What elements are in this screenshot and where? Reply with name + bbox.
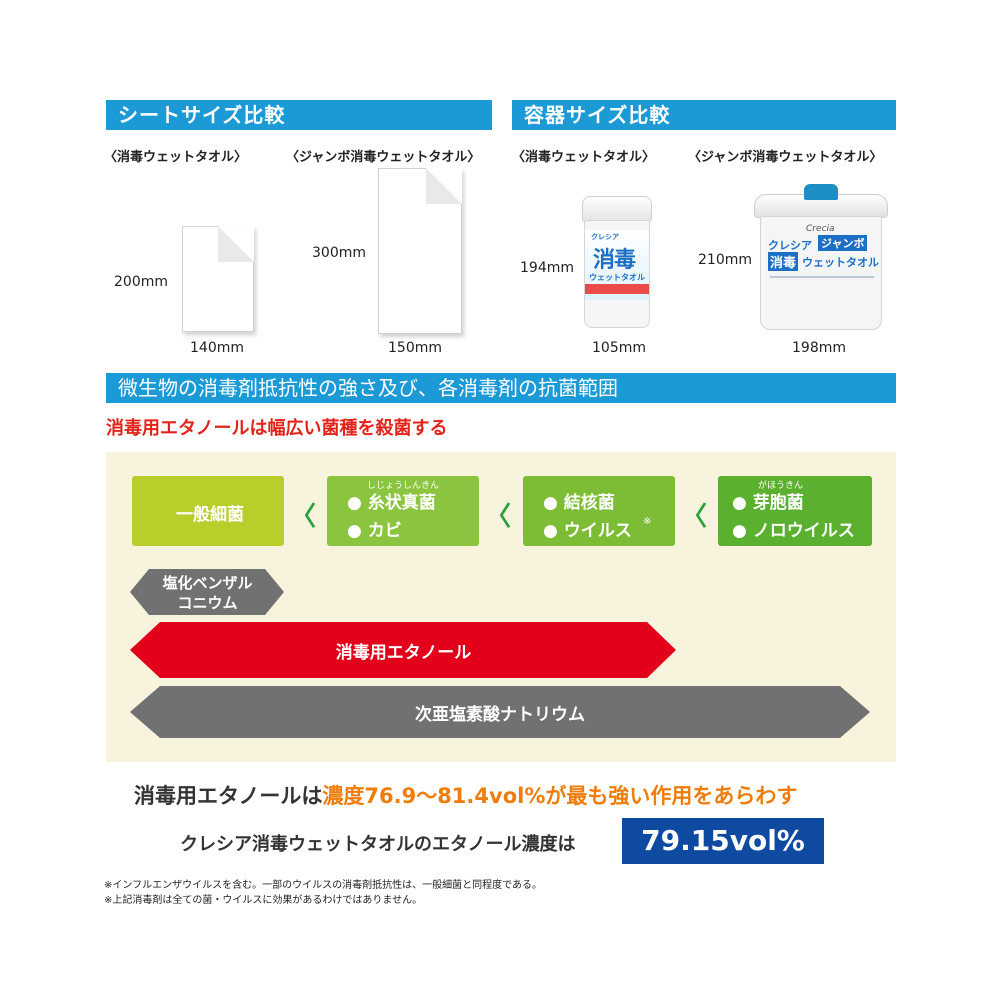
chevron-3: 〈: [681, 502, 708, 532]
canister-lid: [582, 196, 652, 222]
container-left-label: 〈消毒ウェットタオル〉: [512, 150, 656, 165]
bucket-logo: Crecia: [806, 224, 835, 234]
sheet-right-label: 〈ジャンボ消毒ウェットタオル〉: [286, 150, 481, 165]
concentration-line-2: クレシア消毒ウェットタオルのエタノール濃度は: [180, 834, 576, 855]
chevron-2: 〈: [485, 502, 512, 532]
box-line: ● ウイルス: [543, 521, 632, 541]
canister-red-band: [585, 284, 649, 294]
concentration-value-badge: 79.15vol%: [622, 818, 824, 864]
canister-sub: ウェットタオル: [589, 273, 645, 282]
box-line: ● 結核菌: [543, 493, 615, 513]
small-canister-image: クレシア 消毒 ウェットタオル: [582, 196, 652, 332]
box-tuberculosis-virus: ● 結核菌 ● ウイルス ※: [523, 476, 675, 546]
box-ruby: しじょうしんきん: [367, 481, 440, 491]
box-line: 一般細菌: [176, 505, 244, 525]
concentration-line-1: 消毒用エタノールは濃度76.9〜81.4vol%が最も強い作用をあらわす: [134, 780, 797, 810]
arrow-hypochlorite: [130, 686, 870, 738]
small-sheet-image: [182, 226, 254, 332]
small-sheet-height: 200mm: [114, 274, 168, 290]
large-container-height: 210mm: [698, 252, 752, 268]
canister-brand: クレシア: [591, 233, 619, 241]
box-mark: ※: [643, 516, 652, 527]
box-fungi: しじょうしんきん ● 糸状真菌 ● カビ: [327, 476, 479, 546]
arrow-label-hypochlorite: 次亜塩素酸ナトリウム: [415, 705, 585, 725]
arrow-ethanol: [130, 622, 676, 678]
bucket-text-lines: [770, 276, 874, 278]
canister-label: クレシア 消毒 ウェットタオル: [585, 230, 649, 300]
chevron-1: 〈: [290, 502, 317, 532]
bucket-jumbo: ジャンボ: [818, 235, 868, 251]
concentration-prefix: 消毒用エタノールは: [134, 784, 323, 808]
box-general-bacteria: 一般細菌: [132, 476, 284, 546]
arrow-label-benzalkonium-2: コニウム: [177, 594, 238, 612]
bucket-name: 消毒: [768, 252, 799, 271]
resistance-headline: 消毒用エタノールは幅広い菌種を殺菌する: [106, 418, 448, 439]
sheet-fold: [426, 168, 462, 204]
arrow-benzalkonium: [130, 569, 284, 615]
small-container-width: 105mm: [592, 340, 646, 356]
resistance-header: 微生物の消毒剤抵抗性の強さ及び、各消毒剤の抗菌範囲: [106, 373, 896, 403]
large-container-width: 198mm: [792, 340, 846, 356]
large-sheet-image: [378, 168, 462, 334]
small-sheet-width: 140mm: [190, 340, 244, 356]
large-sheet-height: 300mm: [312, 245, 366, 261]
container-right-label: 〈ジャンボ消毒ウェットタオル〉: [688, 150, 883, 165]
large-sheet-width: 150mm: [388, 340, 442, 356]
box-line: ● ノロウイルス: [732, 521, 855, 541]
arrow-label-benzalkonium-1: 塩化ベンザル: [162, 574, 253, 592]
box-line: ● 芽胞菌: [732, 493, 804, 513]
footnote-2: ※上記消毒剤は全ての菌・ウイルスに効果があるわけではありません。: [104, 895, 423, 906]
box-line: ● 糸状真菌: [347, 493, 436, 513]
large-bucket-image: Crecia クレシア ジャンボ 消毒 ウェットタオル: [754, 180, 888, 332]
sheet-left-label: 〈消毒ウェットタオル〉: [104, 150, 248, 165]
box-line: ● カビ: [347, 521, 402, 541]
box-spores-norovirus: がほうきん ● 芽胞菌 ● ノロウイルス: [718, 476, 872, 546]
bucket-cap: [804, 184, 838, 200]
box-ruby: がほうきん: [758, 481, 804, 491]
concentration-highlight: 濃度76.9〜81.4vol%が最も強い作用をあらわす: [322, 784, 798, 808]
bucket-sub: ウェットタオル: [802, 256, 879, 269]
sheet-size-header: シートサイズ比較: [106, 100, 492, 130]
footnote-1: ※インフルエンザウイルスを含む。一部のウイルスの消毒剤抵抗性は、一般細菌と同程度…: [104, 880, 542, 891]
canister-name: 消毒: [593, 248, 636, 273]
arrow-label-ethanol: 消毒用エタノール: [335, 643, 472, 663]
bucket-brand: クレシア: [768, 239, 812, 252]
sheet-fold: [218, 226, 254, 262]
container-size-header: 容器サイズ比較: [512, 100, 896, 130]
small-container-height: 194mm: [520, 260, 574, 276]
